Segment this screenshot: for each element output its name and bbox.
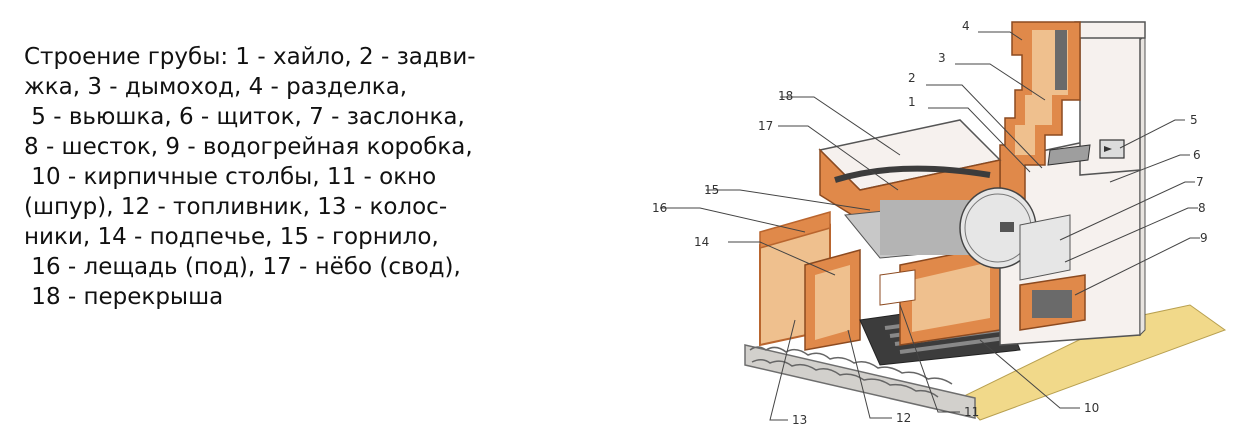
callout-16: 16 bbox=[652, 201, 667, 215]
stone-foundation bbox=[744, 344, 976, 419]
callout-9: 9 bbox=[1200, 231, 1208, 245]
callout-4: 4 bbox=[962, 19, 970, 33]
stove-diagram: 1 2 3 4 5 6 7 8 9 10 11 12 13 14 15 16 1… bbox=[652, 19, 1227, 427]
callout-5: 5 bbox=[1190, 113, 1198, 127]
callout-13: 13 bbox=[792, 413, 807, 427]
caption-line: 18 - перекрыша bbox=[24, 284, 224, 310]
callout-12: 12 bbox=[896, 411, 911, 425]
caption-text: Строение грубы: 1 - хайло, 2 - задви- жк… bbox=[24, 42, 584, 312]
callout-15: 15 bbox=[704, 183, 719, 197]
callout-2: 2 bbox=[908, 71, 916, 85]
callout-18: 18 bbox=[778, 89, 793, 103]
callout-14: 14 bbox=[694, 235, 709, 249]
caption-line: (шпур), 12 - топливник, 13 - колос- bbox=[24, 194, 448, 220]
shestok bbox=[1019, 214, 1071, 281]
caption-line: жка, 3 - дымоход, 4 - разделка, bbox=[24, 74, 408, 100]
gornilo bbox=[844, 187, 1037, 269]
callout-11: 11 bbox=[964, 405, 979, 419]
callout-8: 8 bbox=[1198, 201, 1206, 215]
caption-line: 8 - шесток, 9 - водогрейная коробка, bbox=[24, 134, 473, 160]
caption-line: 16 - лещадь (под), 17 - нёбо (свод), bbox=[24, 254, 461, 280]
caption-line: 10 - кирпичные столбы, 11 - окно bbox=[24, 164, 437, 190]
callout-10: 10 bbox=[1084, 401, 1099, 415]
caption-line: ники, 14 - подпечье, 15 - горнило, bbox=[24, 224, 439, 250]
shpur-window bbox=[879, 269, 916, 306]
damper bbox=[1047, 144, 1091, 166]
callout-7: 7 bbox=[1196, 175, 1204, 189]
callout-6: 6 bbox=[1193, 148, 1201, 162]
callout-17: 17 bbox=[758, 119, 773, 133]
callout-3: 3 bbox=[938, 51, 946, 65]
caption-line: 5 - вьюшка, 6 - щиток, 7 - заслонка, bbox=[24, 104, 465, 130]
caption-line: Строение грубы: 1 - хайло, 2 - задви- bbox=[24, 44, 476, 70]
leader-lines bbox=[660, 31, 1200, 421]
callout-1: 1 bbox=[908, 95, 916, 109]
